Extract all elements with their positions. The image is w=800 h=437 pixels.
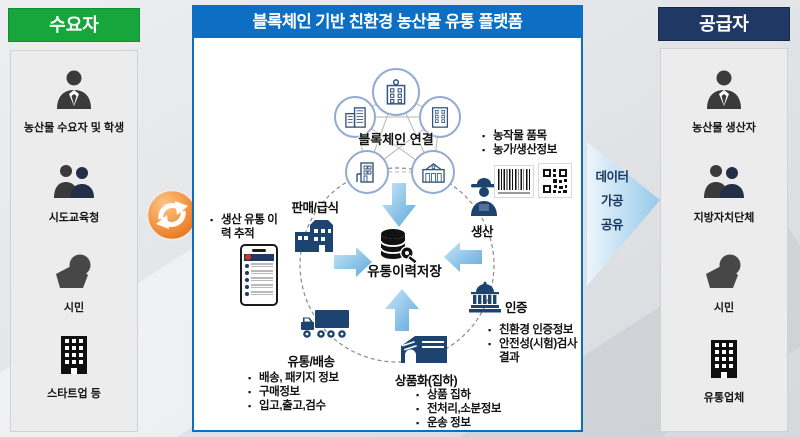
entity-producer: 농산물 생산자 <box>661 67 787 135</box>
node-label-sales: 판매/급식 <box>291 201 339 215</box>
barcode-icon <box>494 165 534 198</box>
entity-local-government: 지방자치단체 <box>661 157 787 225</box>
demander-header: 수요자 <box>8 8 140 42</box>
bullet-item: 운송 정보 <box>416 416 522 430</box>
bullet-item: 친환경 인증정보 <box>488 323 581 337</box>
school-building-icon <box>294 220 334 257</box>
business-person-icon <box>55 67 93 109</box>
demander-panel: 농산물 수요자 및 학생 시도교육청 시민 스타트업 등 <box>10 50 138 432</box>
sync-refresh-icon <box>146 189 198 241</box>
building-icon <box>708 337 740 379</box>
entity-citizen: 시민 <box>661 247 787 315</box>
entity-label: 시민 <box>713 302 735 314</box>
blockchain-node-office <box>419 96 461 138</box>
blockchain-node-government <box>411 150 455 194</box>
blockchain-node-bank <box>372 68 420 116</box>
citizen-icon <box>704 247 744 289</box>
phone-list-item <box>245 291 273 296</box>
supplier-panel: 농산물 생산자 지방자치단체 시민 유통업체 <box>660 48 788 432</box>
entity-label: 스타트업 등 <box>47 388 101 400</box>
node-label-certification: 인증 <box>504 301 528 315</box>
entity-consumer-students: 농산물 수요자 및 학생 <box>11 67 137 135</box>
warehouse-icon <box>400 333 448 371</box>
data-share-line: 가공 <box>600 194 624 208</box>
farmer-icon <box>468 177 500 222</box>
commercialization-bullets: 상품 집하 전처리,소분정보 운송 정보 <box>416 388 522 430</box>
data-share-line: 공유 <box>600 218 624 232</box>
entity-startup: 스타트업 등 <box>11 333 137 401</box>
bullet-item: 입고,출고,검수 <box>248 399 374 413</box>
data-share-text: 데이터 가공 공유 <box>589 165 635 237</box>
supplier-title: 공급자 <box>699 14 749 34</box>
entity-label: 시도교육청 <box>48 212 100 224</box>
phone-list-item <box>245 263 273 268</box>
phone-list-item <box>245 277 273 282</box>
people-pair-icon <box>702 157 746 199</box>
entity-label: 시민 <box>63 302 85 314</box>
bullet-item: 안전성(시험)검사 결과 <box>488 337 581 365</box>
capitol-icon <box>468 281 502 318</box>
entity-label: 농산물 수요자 및 학생 <box>23 122 125 134</box>
bullet-item: 농가/생산정보 <box>482 143 578 157</box>
blockchain-node-flag-building <box>345 150 389 194</box>
bullet-item: 구매정보 <box>248 385 374 399</box>
entity-education-office: 시도교육청 <box>11 157 137 225</box>
phone-list-item <box>245 270 273 275</box>
platform-panel: 블록체인 기반 친환경 농산물 유통 플랫폼 <box>192 5 583 432</box>
bullet-item: 생산 유통 이력 추적 <box>210 213 286 241</box>
blockchain-label: 블록체인 연결 <box>358 132 434 147</box>
alert-dot-icon <box>245 254 251 260</box>
data-share-arrow <box>587 142 660 286</box>
supplier-header: 공급자 <box>658 7 790 41</box>
bullet-item: 상품 집하 <box>416 388 522 402</box>
node-label-production: 생산 <box>470 225 494 239</box>
blockchain-node-city <box>334 96 376 138</box>
bullet-item: 농작물 품목 <box>482 129 578 143</box>
platform-title: 블록체인 기반 친환경 농산물 유통 플랫폼 <box>194 7 581 38</box>
node-label-commercialization: 상품화(집하) <box>394 374 458 388</box>
tracking-phone <box>240 244 278 306</box>
phone-speaker <box>252 249 266 252</box>
bullet-item: 배송, 패키지 정보 <box>248 371 374 385</box>
database-key-icon <box>376 227 418 270</box>
phone-list-item <box>245 284 273 289</box>
flow-arrows <box>334 183 482 331</box>
node-label-distribution: 유통/배송 <box>287 355 335 369</box>
demander-title: 수요자 <box>49 15 99 35</box>
entity-label: 농산물 생산자 <box>692 122 756 134</box>
distribution-bullets: 배송, 패키지 정보 구매정보 입고,출고,검수 <box>248 371 374 413</box>
citizen-icon <box>54 247 94 289</box>
qr-code-icon <box>538 163 572 198</box>
business-person-icon <box>705 67 743 109</box>
entity-label: 유통업체 <box>703 392 745 404</box>
building-icon <box>58 333 90 375</box>
trucks-icon <box>300 309 350 347</box>
bullet-item: 전처리,소분정보 <box>416 402 522 416</box>
certification-bullets: 친환경 인증정보 안전성(시험)검사 결과 <box>488 323 581 365</box>
entity-label: 지방자치단체 <box>693 212 755 224</box>
entity-distributor: 유통업체 <box>661 337 787 405</box>
sales-bullets: 생산 유통 이력 추적 <box>210 213 286 241</box>
entity-citizen: 시민 <box>11 247 137 315</box>
hub-label: 유통이력저장 <box>367 264 442 279</box>
data-share-line: 데이터 <box>595 170 629 184</box>
phone-app-banner <box>244 254 274 261</box>
production-bullets: 농작물 품목 농가/생산정보 <box>482 129 578 157</box>
people-pair-icon <box>52 157 96 199</box>
cycle-ring <box>299 167 495 363</box>
